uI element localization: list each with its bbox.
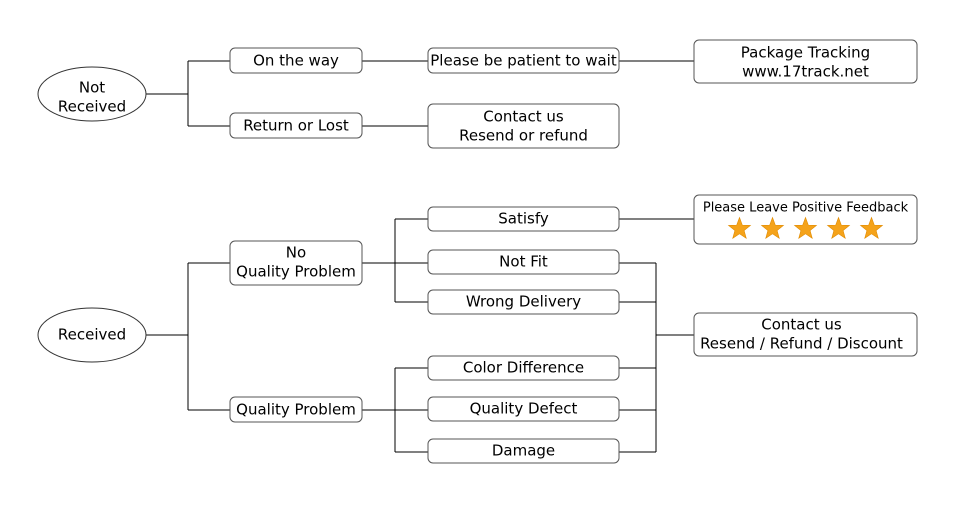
feedback-label: Please Leave Positive Feedback xyxy=(703,201,909,216)
not-received-line-2: Received xyxy=(58,98,126,116)
node-package-tracking: Package Tracking www.17track.net xyxy=(693,39,918,84)
satisfy-label: Satisfy xyxy=(498,210,549,228)
star-icon xyxy=(793,216,818,239)
quality-problem-label: Quality Problem xyxy=(236,401,356,419)
not-received-oval xyxy=(37,66,147,122)
star-icon xyxy=(826,216,851,239)
node-satisfy: Satisfy xyxy=(427,206,620,232)
contact-resend-line-2: Resend or refund xyxy=(459,127,588,145)
contact-discount-box xyxy=(693,312,918,357)
node-on-the-way: On the way xyxy=(229,47,363,74)
please-wait-label: Please be patient to wait xyxy=(430,52,617,70)
contact-resend-box xyxy=(427,103,620,149)
connectors xyxy=(146,60,694,453)
color-difference-label: Color Difference xyxy=(463,359,584,377)
satisfy-box xyxy=(427,206,620,232)
damage-label: Damage xyxy=(492,442,555,460)
color-difference-box xyxy=(427,355,620,381)
please-wait-box xyxy=(427,47,620,74)
not-fit-box xyxy=(427,249,620,275)
received-oval xyxy=(37,307,147,363)
contact-discount-line-1: Contact us xyxy=(761,316,842,334)
node-quality-problem: Quality Problem xyxy=(229,396,363,423)
node-contact-discount: Contact us Resend / Refund / Discount xyxy=(693,312,918,357)
node-positive-feedback: Please Leave Positive Feedback xyxy=(693,194,918,245)
node-please-wait: Please be patient to wait xyxy=(427,47,620,74)
quality-defect-label: Quality Defect xyxy=(470,400,578,418)
feedback-stars xyxy=(727,216,884,239)
node-wrong-delivery: Wrong Delivery xyxy=(427,289,620,315)
on-the-way-box xyxy=(229,47,363,74)
damage-box xyxy=(427,438,620,464)
package-tracking-url: www.17track.net xyxy=(742,63,869,81)
node-return-or-lost: Return or Lost xyxy=(229,112,363,139)
star-icon xyxy=(859,216,884,239)
contact-resend-line-1: Contact us xyxy=(483,108,564,126)
star-icon xyxy=(727,216,752,239)
node-no-quality-problem: No Quality Problem xyxy=(229,240,363,286)
node-not-fit: Not Fit xyxy=(427,249,620,275)
star-icon xyxy=(760,216,785,239)
package-tracking-box xyxy=(693,39,918,84)
not-fit-label: Not Fit xyxy=(499,253,548,271)
contact-discount-line-2: Resend / Refund / Discount xyxy=(700,335,903,353)
no-quality-problem-line-1: No xyxy=(286,244,306,262)
wrong-delivery-box xyxy=(427,289,620,315)
node-quality-defect: Quality Defect xyxy=(427,396,620,422)
package-tracking-label: Package Tracking xyxy=(741,44,870,62)
on-the-way-label: On the way xyxy=(253,52,339,70)
node-received: Received xyxy=(37,307,147,363)
node-damage: Damage xyxy=(427,438,620,464)
quality-defect-box xyxy=(427,396,620,422)
return-or-lost-box xyxy=(229,112,363,139)
quality-problem-box xyxy=(229,396,363,423)
no-quality-problem-line-2: Quality Problem xyxy=(236,263,356,281)
no-quality-problem-box xyxy=(229,240,363,286)
wrong-delivery-label: Wrong Delivery xyxy=(466,293,581,311)
node-not-received: Not Received xyxy=(37,66,147,122)
received-label: Received xyxy=(58,326,126,344)
not-received-line-1: Not xyxy=(79,79,105,97)
node-contact-resend: Contact us Resend or refund xyxy=(427,103,620,149)
node-color-difference: Color Difference xyxy=(427,355,620,381)
return-or-lost-label: Return or Lost xyxy=(243,117,349,135)
